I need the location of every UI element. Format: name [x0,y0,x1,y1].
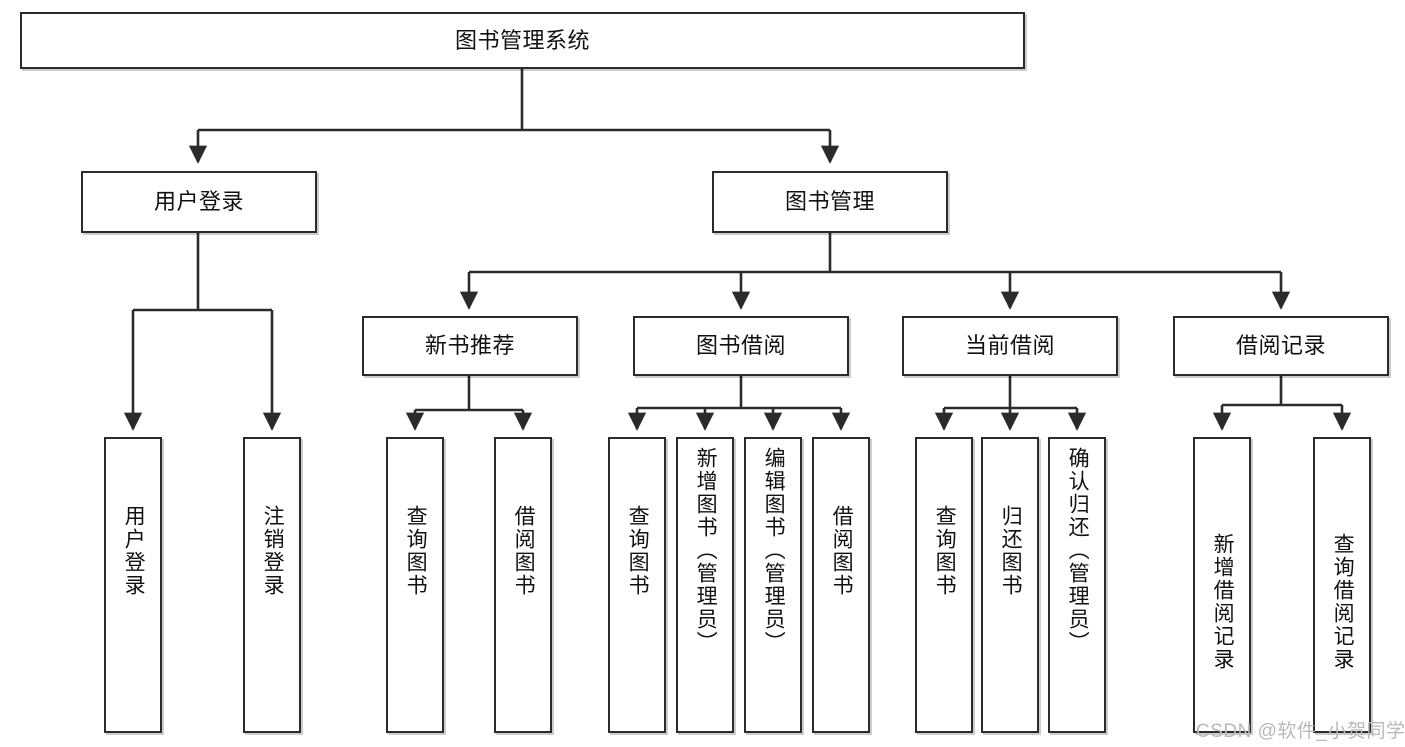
leaf-edit-book-admin[interactable]: 编辑图书（管理员） [744,437,802,733]
node-book-borrow[interactable]: 图书借阅 [633,316,849,376]
node-label: 编辑图书（管理员） [762,447,786,654]
node-book-management[interactable]: 图书管理 [712,171,948,233]
leaf-query-book-current[interactable]: 查询图书 [915,437,973,733]
node-label: 用户登录 [153,189,244,215]
node-new-book-recommend[interactable]: 新书推荐 [362,316,578,376]
leaf-query-borrow-record[interactable]: 查询借阅记录 [1313,437,1371,733]
node-label: 查询借阅记录 [1331,533,1355,671]
leaf-return-book[interactable]: 归还图书 [981,437,1039,733]
node-root-system[interactable]: 图书管理系统 [20,12,1025,69]
csdn-watermark: CSDN @软件_小贺同学 [1196,721,1405,742]
node-label: 借阅图书 [512,505,536,597]
leaf-borrow-book-recommend[interactable]: 借阅图书 [494,437,552,733]
node-user-login[interactable]: 用户登录 [81,171,317,233]
node-label: 新增图书（管理员） [694,447,718,654]
leaf-logout[interactable]: 注销登录 [243,437,301,733]
leaf-query-book-borrow[interactable]: 查询图书 [608,437,666,733]
node-label: 图书管理 [784,189,875,215]
node-current-borrow[interactable]: 当前借阅 [902,316,1118,376]
node-label: 新增借阅记录 [1211,533,1235,671]
node-label: 注销登录 [261,505,285,597]
node-label: 图书管理系统 [454,27,590,53]
node-label: 确认归还（管理员） [1066,447,1090,654]
node-label: 查询图书 [404,505,428,597]
node-label: 借阅图书 [830,505,854,597]
node-label: 用户登录 [122,505,146,597]
node-label: 查询图书 [626,505,650,597]
node-label: 归还图书 [999,505,1023,597]
leaf-borrow-book[interactable]: 借阅图书 [812,437,870,733]
leaf-add-borrow-record[interactable]: 新增借阅记录 [1193,437,1251,733]
leaf-user-login[interactable]: 用户登录 [104,437,162,733]
node-label: 图书借阅 [695,333,786,359]
node-label: 借阅记录 [1235,333,1326,359]
leaf-add-book-admin[interactable]: 新增图书（管理员） [676,437,734,733]
node-borrow-record[interactable]: 借阅记录 [1173,316,1389,376]
node-label: 查询图书 [933,505,957,597]
leaf-query-book-recommend[interactable]: 查询图书 [386,437,444,733]
node-label: 新书推荐 [424,333,515,359]
node-label: 当前借阅 [964,333,1055,359]
leaf-confirm-return-admin[interactable]: 确认归还（管理员） [1048,437,1106,733]
